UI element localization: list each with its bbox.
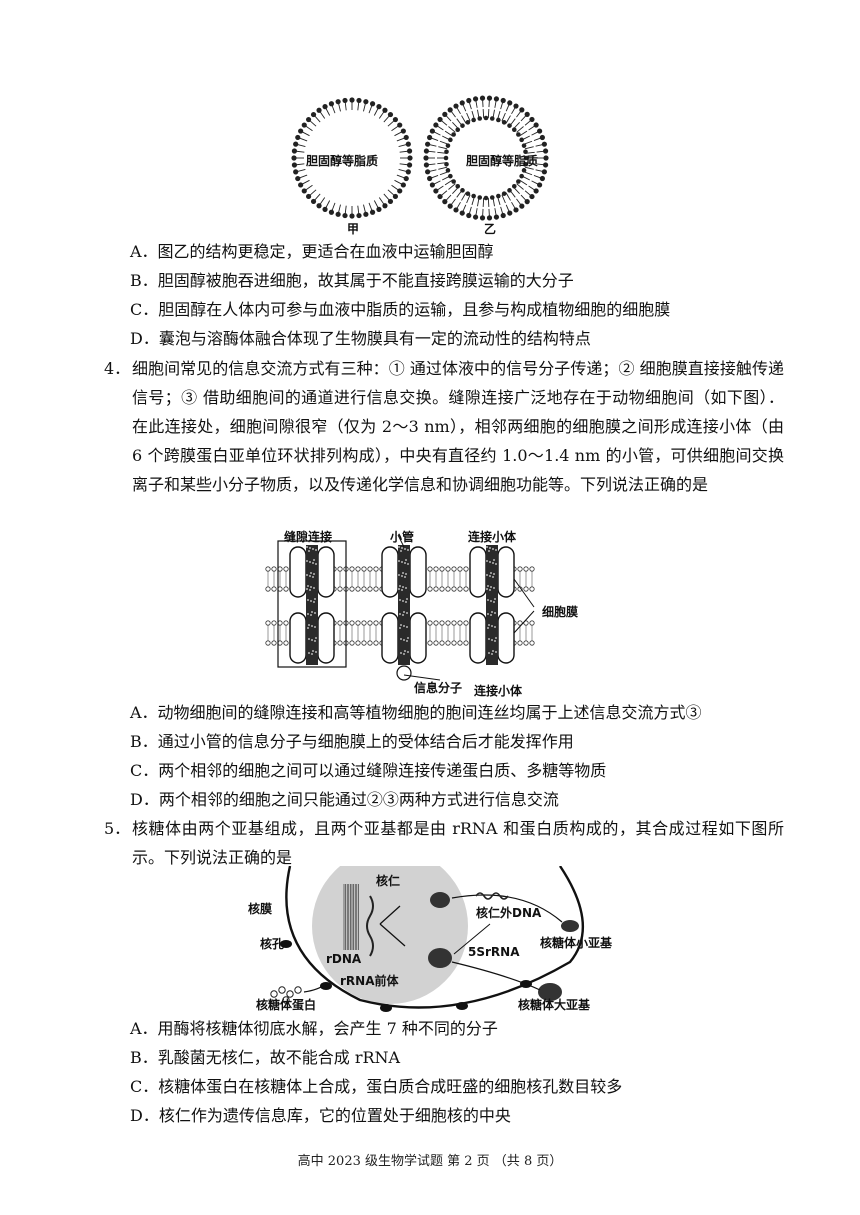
gap-junction-diagram	[265, 534, 535, 681]
label-connexon-top: 连接小体	[468, 530, 517, 544]
q5-option-d: D．核仁作为遗传信息库，它的位置处于细胞核的中央	[130, 1106, 511, 1125]
q5-option-a: A．用酶将核糖体彻底水解，会产生 7 种不同的分子	[130, 1019, 498, 1038]
q3-option-b: B．胆固醇被胞吞进细胞，故其属于不能直接跨膜运输的大分子	[130, 271, 574, 290]
nuclear-pore-mark	[280, 940, 292, 948]
page-footer: 高中 2023 级生物学试题 第 2 页 （共 8 页）	[297, 1154, 563, 1169]
bilayer-vesicle	[423, 95, 549, 221]
label-ribosome-protein: 核糖体蛋白	[256, 998, 317, 1012]
label-nucleolus: 核仁	[376, 874, 401, 888]
question-5-number: 5．	[104, 819, 131, 838]
nuclear-envelope	[285, 865, 585, 1009]
vesicle-right-label: 胆固醇等脂质	[466, 154, 539, 168]
gap-junction-figure: 缝隙连接 小管 连接小体 细胞膜 信息分子 连接小体	[264, 525, 604, 700]
connexon-pair	[381, 545, 427, 681]
monolayer-vesicle	[291, 97, 413, 219]
question-5-stem: 核糖体由两个亚基组成，且两个亚基都是由 rRNA 和蛋白质构成的，其合成过程如下…	[132, 819, 784, 867]
label-rdna: rDNA	[326, 952, 362, 966]
gap-junction-box	[277, 540, 347, 668]
label-extra-dna: 核仁外DNA	[476, 906, 542, 920]
label-signal-molecule: 信息分子	[414, 681, 463, 695]
label-large-subunit: 核糖体大亚基	[518, 998, 591, 1012]
q4-option-a: A．动物细胞间的缝隙连接和高等植物细胞的胞间连丝均属于上述信息交流方式③	[130, 703, 702, 722]
label-gap-junction: 缝隙连接	[284, 530, 333, 544]
vesicle-diagram	[291, 95, 549, 221]
label-rrna-precursor: rRNA前体	[340, 974, 399, 988]
label-nuclear-pore: 核孔	[260, 937, 285, 951]
nuclear-pore-mark	[320, 982, 332, 990]
q3-option-c: C．胆固醇在人体内可参与血液中脂质的运输，且参与构成植物细胞的细胞膜	[130, 300, 671, 319]
lipid-vesicle-figure: 胆固醇等脂质 胆固醇等脂质 甲 乙	[290, 92, 550, 237]
ribosome-synthesis-figure: 核仁 核膜 核孔 rDNA rRNA前体 核仁外DNA 5SrRNA 核糖体小亚…	[240, 848, 620, 1014]
question-4-stem: 细胞间常见的信息交流方式有三种：① 通过体液中的信号分子传递；② 细胞膜直接接触…	[132, 359, 784, 494]
q5-option-b: B．乳酸菌无核仁，故不能合成 rRNA	[130, 1048, 401, 1067]
question-4: 4． 细胞间常见的信息交流方式有三种：① 通过体液中的信号分子传递；② 细胞膜直…	[104, 354, 784, 499]
q5-option-c: C．核糖体蛋白在核糖体上合成，蛋白质合成旺盛的细胞核孔数目较多	[130, 1077, 623, 1096]
label-tube: 小管	[390, 530, 415, 544]
label-membrane: 细胞膜	[542, 605, 579, 619]
q3-option-d: D．囊泡与溶酶体融合体现了生物膜具有一定的流动性的结构特点	[130, 329, 591, 348]
ribosome-diagram	[270, 848, 585, 1012]
nucleolus-region	[312, 848, 468, 1004]
question-5: 5． 核糖体由两个亚基组成，且两个亚基都是由 rRNA 和蛋白质构成的，其合成过…	[104, 814, 784, 872]
nuclear-pore-mark	[456, 1002, 468, 1010]
q4-option-b: B．通过小管的信息分子与细胞膜上的受体结合后才能发挥作用	[130, 732, 574, 751]
q3-option-a: A．图乙的结构更稳定，更适合在血液中运输胆固醇	[130, 242, 494, 261]
vesicle-left-label: 胆固醇等脂质	[306, 154, 379, 168]
label-connexon-bottom: 连接小体	[474, 684, 523, 698]
connexon-pair	[469, 545, 515, 665]
label-nuclear-membrane: 核膜	[248, 902, 273, 916]
q4-option-c: C．两个相邻的细胞之间可以通过缝隙连接传递蛋白质、多糖等物质	[130, 761, 607, 780]
label-5srrna: 5SrRNA	[468, 945, 520, 959]
label-small-subunit: 核糖体小亚基	[540, 936, 613, 950]
vesicle-right-tag: 乙	[484, 222, 497, 236]
q4-option-d: D．两个相邻的细胞之间只能通过②③两种方式进行信息交流	[130, 790, 559, 809]
connexon-pair	[289, 545, 335, 665]
nuclear-pore-mark	[380, 1004, 392, 1012]
vesicle-left-tag: 甲	[347, 222, 360, 236]
question-4-number: 4．	[104, 359, 131, 378]
